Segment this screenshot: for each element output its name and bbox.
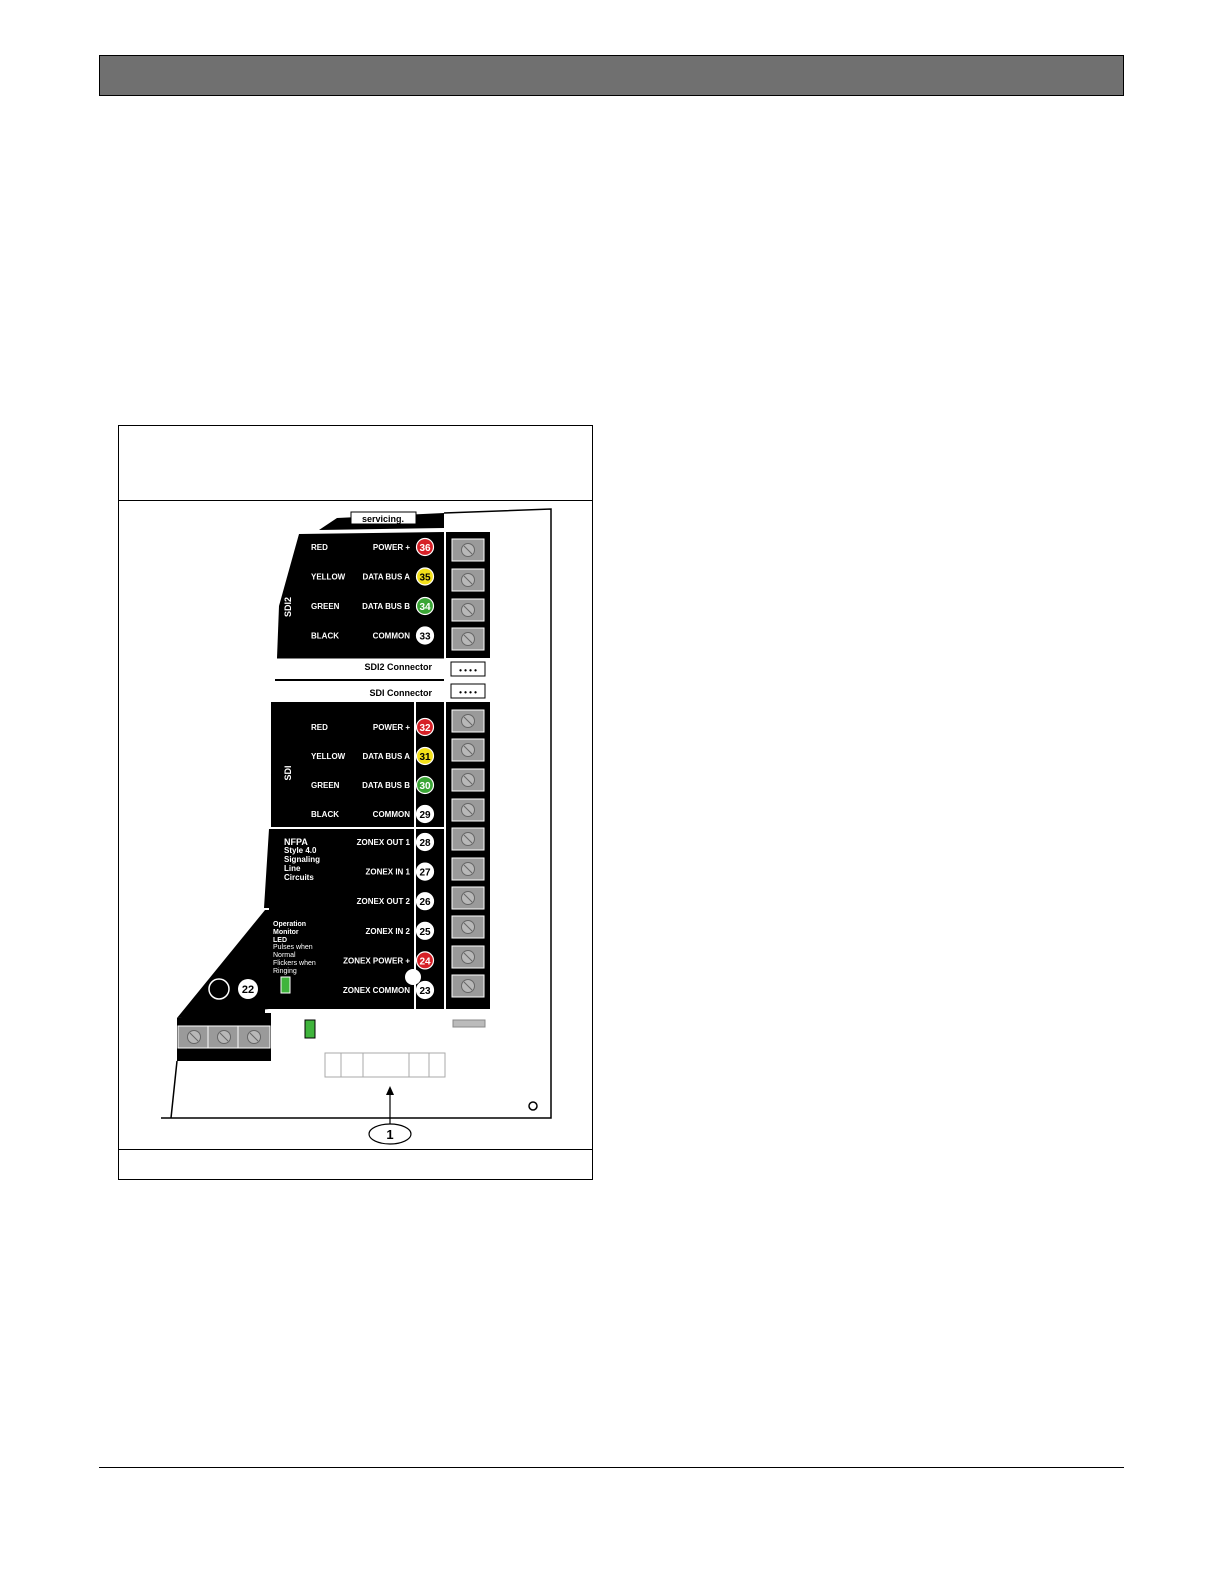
operation-led-description: Normal [273, 952, 296, 959]
operation-led-title: LED [273, 937, 287, 944]
board-led [304, 1019, 316, 1039]
callout-number: 1 [386, 1127, 393, 1142]
figure-title-row [119, 426, 592, 501]
terminal-number: 29 [419, 810, 431, 821]
nfpa-description-line: Circuits [284, 873, 314, 882]
phone-jack [324, 1052, 446, 1078]
terminal-number: 23 [419, 986, 431, 997]
sdi2-panel [277, 532, 444, 658]
terminal-badge [415, 832, 435, 852]
wire-color-label: RED [311, 723, 328, 732]
terminal-badge [415, 596, 435, 616]
terminal-number: 35 [419, 573, 431, 584]
signal-label: ZONEX OUT 1 [357, 838, 411, 847]
terminal-badge [415, 892, 435, 911]
operation-led-description: Ringing [273, 968, 297, 975]
terminal-number: 31 [419, 752, 431, 763]
terminal-22-badge [238, 979, 258, 999]
callout-bubble [368, 1123, 412, 1145]
figure-caption-row [119, 1149, 592, 1179]
sdi-connector-label: SDI Connector [369, 688, 432, 698]
terminal-number: 28 [419, 838, 431, 849]
board-outline [161, 508, 552, 1119]
terminal-number: 30 [419, 781, 431, 792]
terminal-number: 34 [419, 602, 431, 613]
nfpa-title: NFPA [284, 837, 308, 847]
sdi-connector [450, 683, 486, 699]
operation-led-title: Operation [273, 921, 306, 928]
terminal-badge [415, 746, 435, 766]
sdi-connector-pins: • • • • [459, 688, 477, 697]
mounting-hole [528, 1101, 538, 1111]
wire-color-label: GREEN [311, 781, 340, 790]
wire-color-label: RED [311, 543, 328, 552]
terminal-number: 26 [419, 897, 431, 908]
terminal-badge [415, 804, 435, 824]
terminal-22-number: 22 [242, 984, 254, 996]
terminal-number: 27 [419, 868, 431, 879]
sdi2-connector-pins: • • • • [459, 666, 477, 675]
operation-led-description: Flickers when [273, 960, 316, 967]
lower-left-panel [177, 910, 271, 1061]
signal-label: COMMON [373, 632, 411, 641]
header-bar [99, 55, 1124, 96]
panel-hole [405, 969, 421, 985]
terminal-number: 36 [419, 543, 431, 554]
terminal-badge [415, 862, 435, 881]
signal-label: POWER + [373, 543, 410, 552]
terminal-number: 33 [419, 632, 431, 643]
board-jumper [452, 1019, 486, 1028]
operation-led-panel [267, 910, 333, 1008]
terminal-badge [415, 775, 435, 795]
terminal-number: 32 [419, 723, 431, 734]
signal-label: POWER + [373, 723, 410, 732]
wire-color-label: YELLOW [311, 752, 346, 761]
signal-label: DATA BUS A [362, 573, 410, 582]
terminal-badge [415, 980, 435, 1000]
nfpa-description-line: Line [284, 864, 301, 873]
terminal-badge [415, 951, 435, 970]
sdi2-label: SDI2 [283, 597, 293, 617]
left-slant-panel [177, 910, 265, 1018]
wire-color-label: BLACK [311, 810, 339, 819]
callout-arrowhead [386, 1086, 394, 1095]
operation-led-title: Monitor [273, 929, 299, 936]
signal-label: ZONEX IN 2 [366, 927, 411, 936]
signal-label: ZONEX IN 1 [366, 868, 411, 877]
signal-label: COMMON [373, 810, 411, 819]
wire-color-label: BLACK [311, 632, 339, 641]
warning-strip-text: servicing. [362, 514, 404, 524]
footer-rule [99, 1467, 1124, 1468]
nfpa-description-line: Signaling [284, 855, 320, 864]
sdi2-connector [450, 661, 486, 677]
terminal-number: 25 [419, 927, 431, 938]
terminal-badge [415, 537, 435, 557]
signal-label: DATA BUS B [362, 602, 410, 611]
operation-led-description: Pulses when [273, 944, 313, 951]
nfpa-description-line: Style 4.0 [284, 846, 317, 855]
terminal-badge [415, 717, 435, 737]
signal-label: DATA BUS B [362, 781, 410, 790]
signal-label: ZONEX OUT 2 [357, 897, 411, 906]
sdi-label: SDI [283, 765, 293, 780]
sdi2-connector-label: SDI2 Connector [364, 662, 432, 672]
signal-label: ZONEX POWER + [343, 956, 410, 965]
signal-label: DATA BUS A [362, 752, 410, 761]
operation-led [280, 976, 291, 994]
signal-label: ZONEX COMMON [343, 986, 410, 995]
terminal-badge [415, 921, 435, 940]
wire-color-label: GREEN [311, 602, 340, 611]
terminal-badge [415, 626, 435, 645]
terminal-number: 24 [419, 956, 431, 967]
wire-color-label: YELLOW [311, 573, 346, 582]
terminal-badge [415, 567, 435, 586]
